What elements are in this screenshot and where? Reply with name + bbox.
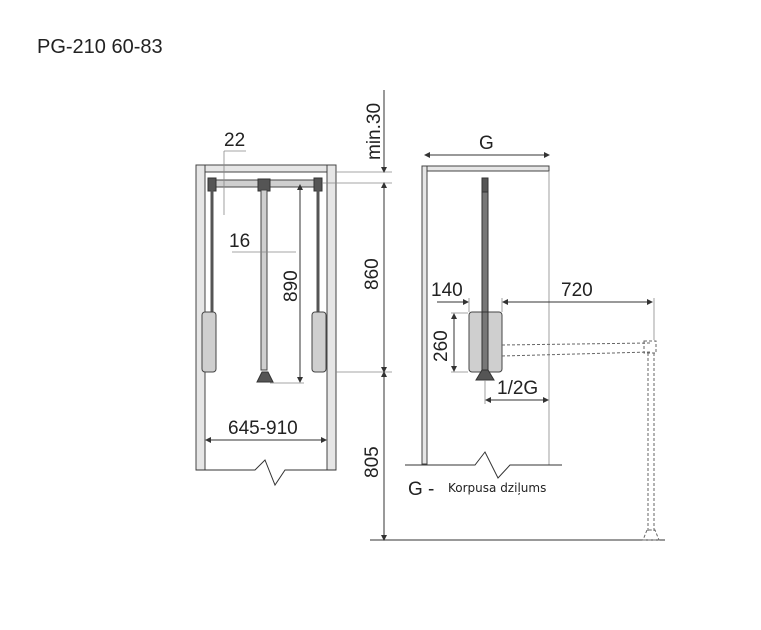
- pull-rod: [260, 189, 268, 371]
- top-panel: [204, 164, 328, 173]
- dim-720-label: 720: [561, 280, 593, 301]
- legend-text: Korpusa dziļums: [448, 481, 546, 495]
- dim-260-label: 260: [431, 330, 452, 362]
- back-panel: [421, 165, 428, 465]
- break-line-side: [405, 451, 562, 479]
- dim-16-label: 16: [229, 231, 250, 252]
- top-mount: [481, 177, 489, 193]
- dim-G-label: G: [479, 133, 494, 154]
- right-side-panel: [326, 164, 337, 471]
- rod-handle: [256, 371, 274, 383]
- top-panel-side: [426, 165, 550, 172]
- dimension-22: 22: [223, 130, 246, 215]
- extended-arm-lower: [501, 351, 651, 357]
- height-dimensions: min.30 860 805: [322, 90, 392, 541]
- dimension-width: 645-910: [205, 418, 327, 443]
- dimension-16: 16: [229, 231, 296, 253]
- dimension-890: 890: [270, 184, 304, 384]
- break-line: [196, 459, 336, 487]
- wardrobe-lift-side: [468, 177, 660, 541]
- extended-arm-upper: [501, 342, 651, 346]
- dimension-G: G: [424, 133, 550, 158]
- legend: G - Korpusa dziļums: [408, 479, 546, 500]
- dimension-half-G: 1/2G: [484, 378, 549, 404]
- left-mechanism: [201, 311, 217, 373]
- dim-860-label: 860: [362, 258, 383, 290]
- dim-half-G-label: 1/2G: [497, 378, 538, 399]
- side-view-cabinet: [370, 165, 665, 541]
- dimension-140-720: 140 720: [431, 280, 655, 340]
- rod-handle-side: [475, 369, 495, 381]
- page-title: PG-210 60-83: [37, 36, 163, 58]
- wardrobe-lift-front: [201, 177, 327, 383]
- right-mechanism: [311, 311, 327, 373]
- legend-symbol: G -: [408, 479, 434, 500]
- dim-890-label: 890: [281, 270, 302, 302]
- dim-22-label: 22: [224, 130, 245, 151]
- right-bracket: [313, 177, 323, 192]
- dim-width-label: 645-910: [228, 418, 298, 439]
- dimension-260: 260: [431, 312, 468, 373]
- dim-805-label: 805: [362, 446, 383, 478]
- dim-min30-label: min.30: [364, 103, 385, 160]
- center-joint: [257, 178, 271, 192]
- left-bracket: [207, 177, 217, 192]
- dim-140-label: 140: [431, 280, 463, 301]
